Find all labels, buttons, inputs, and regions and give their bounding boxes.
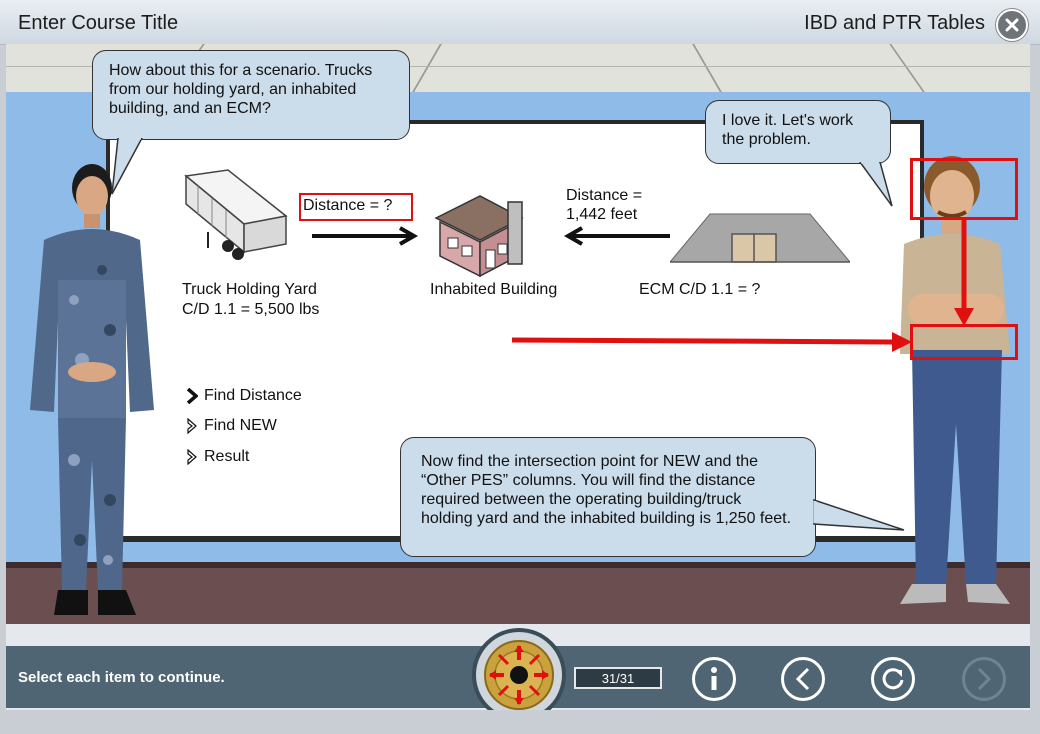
distance-known-label-line2: 1,442 feet xyxy=(566,206,638,223)
replay-button[interactable] xyxy=(871,657,915,701)
bubble-tail xyxy=(813,498,905,531)
bubble-tail xyxy=(859,162,893,207)
module-title: IBD and PTR Tables xyxy=(804,12,985,34)
truck-label-line1: Truck Holding Yard xyxy=(182,281,317,298)
status-text: Select each item to continue. xyxy=(18,669,225,686)
instructor-figure xyxy=(30,164,154,615)
building-label: Inhabited Building xyxy=(430,281,558,298)
menu-item-label: Result xyxy=(204,448,250,465)
emblem-medal xyxy=(472,628,566,722)
back-button[interactable] xyxy=(781,657,825,701)
distance-known-label-line1: Distance = xyxy=(566,187,643,204)
highlight-box-head xyxy=(910,158,1018,220)
page-counter: 31/31 xyxy=(574,667,662,689)
highlight-box-arms xyxy=(910,324,1018,360)
info-button[interactable] xyxy=(692,657,736,701)
ecm-label: ECM C/D 1.1 = ? xyxy=(639,281,761,298)
menu-item-find-new[interactable]: Find NEW xyxy=(186,417,277,435)
chevron-right-outline-icon xyxy=(187,418,197,434)
chevron-right-outline-icon xyxy=(187,449,197,465)
truck-trailer-icon xyxy=(184,169,288,260)
chevron-right-icon xyxy=(977,667,992,691)
window-bottom-edge xyxy=(0,710,1040,734)
red-pointer-arrow xyxy=(511,332,912,352)
bubble-tail xyxy=(111,138,143,195)
course-title: Enter Course Title xyxy=(18,12,179,34)
info-icon xyxy=(711,667,717,690)
menu-item-label: Find Distance xyxy=(204,387,302,404)
next-button[interactable] xyxy=(962,657,1006,701)
hint-speech-bubble: Now find the intersection point for NEW … xyxy=(400,437,816,557)
close-button[interactable] xyxy=(996,9,1028,41)
replay-icon xyxy=(882,668,904,690)
chevron-left-icon xyxy=(795,667,810,691)
menu-item-find-distance[interactable]: Find Distance xyxy=(186,387,302,405)
distance-unknown-box xyxy=(299,193,413,221)
menu-item-label: Find NEW xyxy=(204,417,277,434)
red-down-arrow xyxy=(954,220,974,326)
arrow-left-ecm-to-building xyxy=(563,226,670,246)
student-speech-bubble: I love it. Let's work the problem. xyxy=(705,100,891,164)
inhabited-building-icon xyxy=(434,195,524,278)
floor xyxy=(6,562,1030,624)
truck-label-line2: C/D 1.1 = 5,500 lbs xyxy=(182,301,320,318)
ecm-bunker-icon xyxy=(670,213,850,263)
instructor-speech-bubble: How about this for a scenario. Trucks fr… xyxy=(92,50,410,140)
close-icon xyxy=(1005,18,1019,32)
emblem-icon xyxy=(484,640,554,710)
arrow-right-truck-to-building xyxy=(312,226,419,246)
menu-item-result[interactable]: Result xyxy=(186,448,249,466)
chevron-right-solid-icon xyxy=(186,388,198,404)
distance-unknown-label: Distance = ? xyxy=(303,197,393,214)
